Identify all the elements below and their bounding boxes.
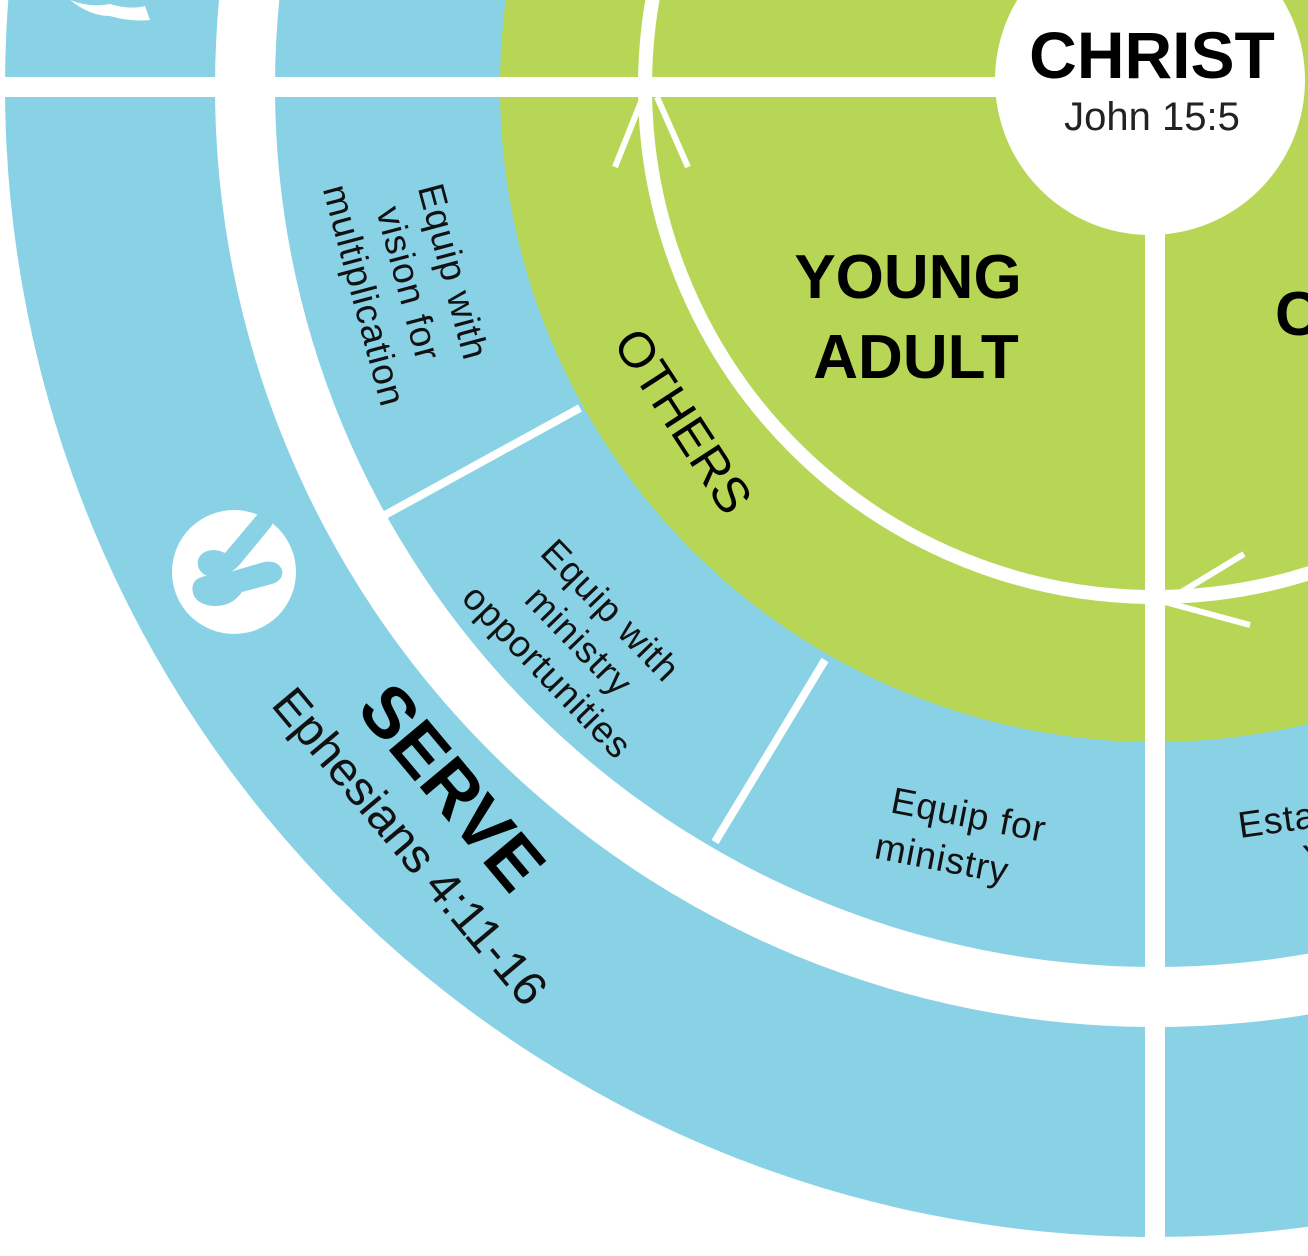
vertical-axis-line [1145, 200, 1165, 1256]
christ-circle [995, 0, 1305, 235]
stage-title-partial: C [1275, 280, 1308, 349]
segment-text: Esta [1235, 794, 1308, 845]
segment-text: Y [1301, 835, 1308, 879]
arrow-head-icon [1163, 551, 1251, 628]
center-title: CHRIST [1029, 18, 1275, 92]
arrow-head-icon [612, 95, 691, 169]
segment-multiplication: Equip with vision for multiplication [315, 179, 496, 411]
segment-divider [711, 657, 829, 845]
hands-icon [172, 510, 296, 634]
segment-partial: Esta Y [1235, 794, 1308, 879]
stage-title-line1: YOUNG [794, 243, 1021, 312]
center-reference: John 15:5 [1064, 95, 1240, 139]
segment-divider [383, 404, 582, 519]
hands-icon-fragment [70, 0, 150, 21]
stage-title-line2: ADULT [813, 323, 1019, 392]
horizontal-axis-line [0, 77, 1000, 97]
